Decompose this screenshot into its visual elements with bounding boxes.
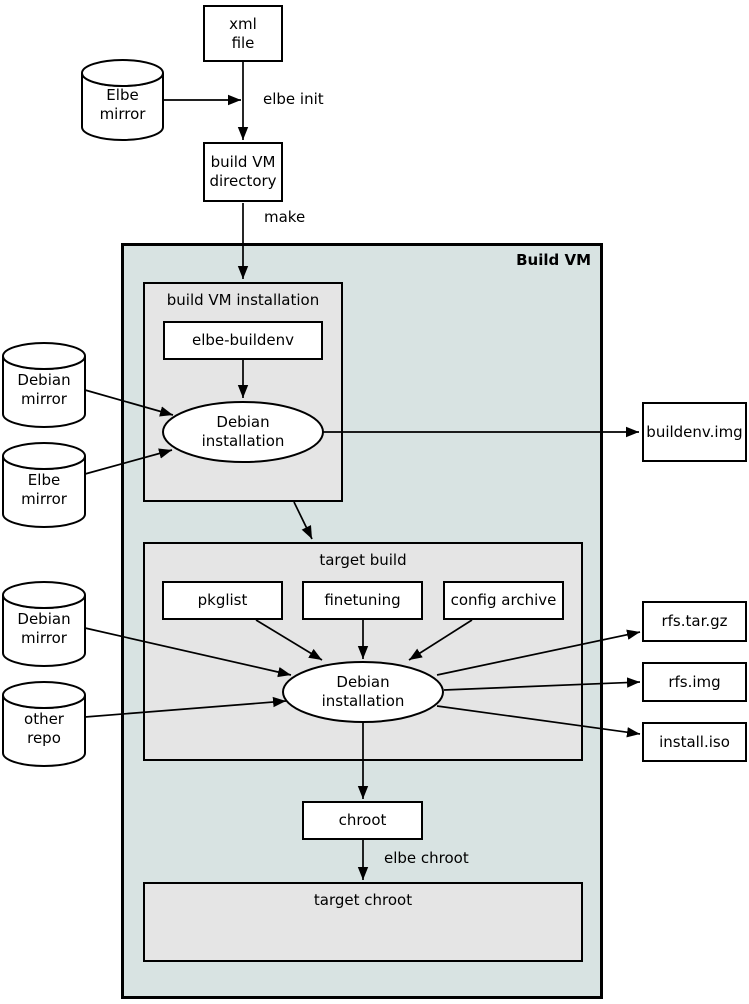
debian-installation-buildenv-label: Debian installation bbox=[201, 413, 285, 450]
target-build-group: target build bbox=[143, 542, 583, 761]
elbe-mirror-top-label: Elbe mirror bbox=[99, 86, 146, 123]
debian-mirror-target-label: Debian mirror bbox=[17, 610, 71, 647]
buildenv-img-node: buildenv.img bbox=[642, 402, 747, 462]
elbe-chroot-label: elbe chroot bbox=[384, 849, 469, 867]
chroot-node: chroot bbox=[302, 801, 423, 840]
other-repo-label: other repo bbox=[24, 710, 64, 747]
pkglist-node: pkglist bbox=[162, 581, 283, 620]
make-label: make bbox=[264, 208, 306, 226]
target-chroot-title: target chroot bbox=[313, 891, 413, 909]
config-archive-node: config archive bbox=[443, 581, 564, 620]
install-iso-node: install.iso bbox=[642, 722, 747, 762]
elbe-mirror-buildenv-label: Elbe mirror bbox=[21, 471, 67, 508]
build-vm-title: Build VM bbox=[516, 251, 591, 269]
target-chroot-group: target chroot bbox=[143, 882, 583, 962]
rfs-tar-gz-node: rfs.tar.gz bbox=[642, 601, 747, 642]
rfs-img-node: rfs.img bbox=[642, 662, 747, 702]
xml-file-node: xml file bbox=[203, 5, 283, 62]
target-build-title: target build bbox=[319, 551, 407, 569]
finetuning-node: finetuning bbox=[302, 581, 423, 620]
build-vm-directory-node: build VM directory bbox=[203, 142, 283, 202]
elbe-buildenv-node: elbe-buildenv bbox=[163, 321, 323, 360]
build-vm-installation-group: build VM installation bbox=[143, 282, 343, 502]
elbe-init-label: elbe init bbox=[263, 90, 324, 108]
build-vm-installation-title: build VM installation bbox=[166, 291, 320, 309]
debian-installation-target-label: Debian installation bbox=[321, 673, 405, 710]
debian-mirror-buildenv-label: Debian mirror bbox=[17, 371, 71, 408]
